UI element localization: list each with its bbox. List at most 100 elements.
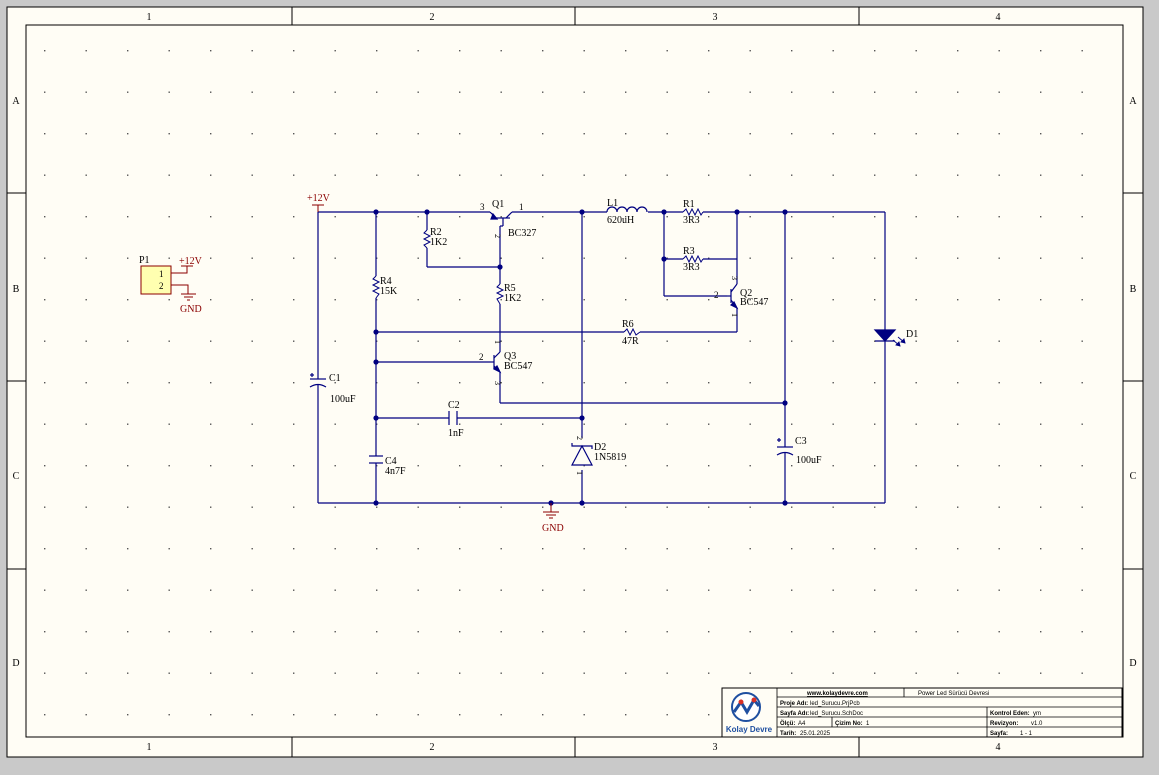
inductor-l1[interactable]: L1 620uH [606,198,648,226]
zone-row-d-left: D [12,658,19,669]
tb-checked-value: ym [1033,711,1041,717]
q3-pin1: 1 [493,340,502,344]
tb-page-name-label: Sayfa Adı: [780,711,809,717]
diode-d2[interactable]: 2 1 D2 1N5819 [571,436,626,475]
tb-page-name-value: led_Surucu.SchDoc [810,711,863,717]
q1-pin3: 3 [480,202,485,212]
c3-designator: C3 [795,436,807,447]
r3-value: 3R3 [683,262,700,273]
d2-value: 1N5819 [594,452,626,463]
resistor-r6[interactable]: R6 47R [622,319,641,347]
transistor-q1[interactable]: 3 1 2 Q1 BC327 [480,199,536,239]
c4-designator: C4 [385,456,397,467]
q1-pin2: 2 [493,234,502,238]
r2-value: 1K2 [430,237,447,248]
resistor-r4[interactable]: R4 15K [371,275,398,299]
resistor-r3[interactable]: R3 3R3 [682,246,704,273]
r3-designator: R3 [683,246,695,257]
zone-col-3-top: 3 [713,12,718,23]
tb-project-value: led_Surucu.PrjPcb [810,701,860,707]
r2-designator: R2 [430,227,442,238]
zone-row-c-right: C [1130,471,1137,482]
r6-designator: R6 [622,319,634,330]
transistor-q3[interactable]: 2 1 3 Q3 BC547 [479,340,532,385]
tb-project-label: Proje Adı: [780,701,808,707]
zone-col-1-top: 1 [147,12,152,23]
c2-designator: C2 [448,400,460,411]
drawing-area [25,24,1124,738]
frame-zones [7,7,1143,757]
q2-value: BC547 [740,297,768,308]
wires [317,211,886,504]
q3-pin2: 2 [479,352,484,362]
r6-value: 47R [622,336,639,347]
tb-sheet-value: 1 - 1 [1020,731,1033,737]
tb-size-label: Ölçü: [780,720,795,727]
d2-pin2: 2 [575,436,584,440]
l1-value: 620uH [607,215,634,226]
power-port-12v: +12V [307,193,331,212]
tb-size-value: A4 [798,721,806,727]
q2-designator: Q2 [740,288,752,299]
p1-pin2: 2 [159,281,164,291]
connector-p1[interactable]: P1 1 2 +12V GND [139,255,203,315]
tb-date-label: Tarih: [780,731,796,737]
r5-value: 1K2 [504,293,521,304]
zone-row-b-left: B [13,284,20,295]
d2-designator: D2 [594,442,606,453]
c1-designator: C1 [329,373,341,384]
transistor-q2[interactable]: 2 3 1 Q2 BC547 [714,276,768,317]
zone-row-c-left: C [13,471,20,482]
zone-col-2-bottom: 2 [430,742,435,753]
r4-value: 15K [380,286,398,297]
q2-pin1: 1 [730,313,739,317]
q1-pin1: 1 [519,202,524,212]
resistor-r5[interactable]: R5 1K2 [495,283,521,305]
tb-revision-label: Revizyon: [990,721,1018,727]
tb-drawing-no-label: Çizim No: [835,721,863,727]
c3-value: 100uF [796,455,822,466]
q3-designator: Q3 [504,351,516,362]
q2-pin3: 3 [730,276,739,280]
c4-value: 4n7F [385,466,406,477]
r1-designator: R1 [683,199,695,210]
tb-website[interactable]: www.kolaydevre.com [806,691,868,697]
q3-pin3: 3 [493,381,502,385]
p1-gnd-port: GND [180,304,202,315]
tb-title: Power Led Sürücü Devresi [918,691,989,697]
title-block: Kolay Devre www.kolaydevre.com Power Led… [721,687,1123,738]
capacitor-c4[interactable]: C4 4n7F [369,455,406,477]
gnd-label: GND [542,523,564,534]
tb-drawing-no-value: 1 [866,721,870,727]
p1-pin1: 1 [159,269,164,279]
d2-pin1: 1 [575,471,584,475]
tb-sheet-label: Sayfa: [990,731,1008,737]
q1-designator: Q1 [492,199,504,210]
power-12v-label: +12V [307,193,331,204]
resistor-r1[interactable]: R1 3R3 [682,199,704,226]
zone-col-4-top: 4 [996,12,1001,23]
q2-pin2: 2 [714,290,719,300]
zone-col-1-bottom: 1 [147,742,152,753]
logo-text: Kolay Devre [726,725,773,734]
d1-designator: D1 [906,329,918,340]
q1-value: BC327 [508,228,536,239]
tb-revision-value: v1.0 [1031,721,1043,727]
zone-row-d-right: D [1129,658,1136,669]
zone-row-a-right: A [1129,96,1137,107]
resistor-r2[interactable]: R2 1K2 [422,227,447,249]
zone-row-b-right: B [1130,284,1137,295]
r4-designator: R4 [380,276,392,287]
capacitor-c1[interactable]: C1 100uF [309,372,356,405]
q3-value: BC547 [504,361,532,372]
capacitor-c2[interactable]: C2 1nF [448,400,464,439]
p1-12v-port: +12V [179,256,203,267]
zone-col-3-bottom: 3 [713,742,718,753]
l1-designator: L1 [607,198,618,209]
led-d1[interactable]: D1 [873,329,918,347]
zone-col-2-top: 2 [430,12,435,23]
zone-row-a-left: A [12,96,20,107]
p1-designator: P1 [139,255,150,266]
capacitor-c3[interactable]: C3 100uF [776,436,822,466]
